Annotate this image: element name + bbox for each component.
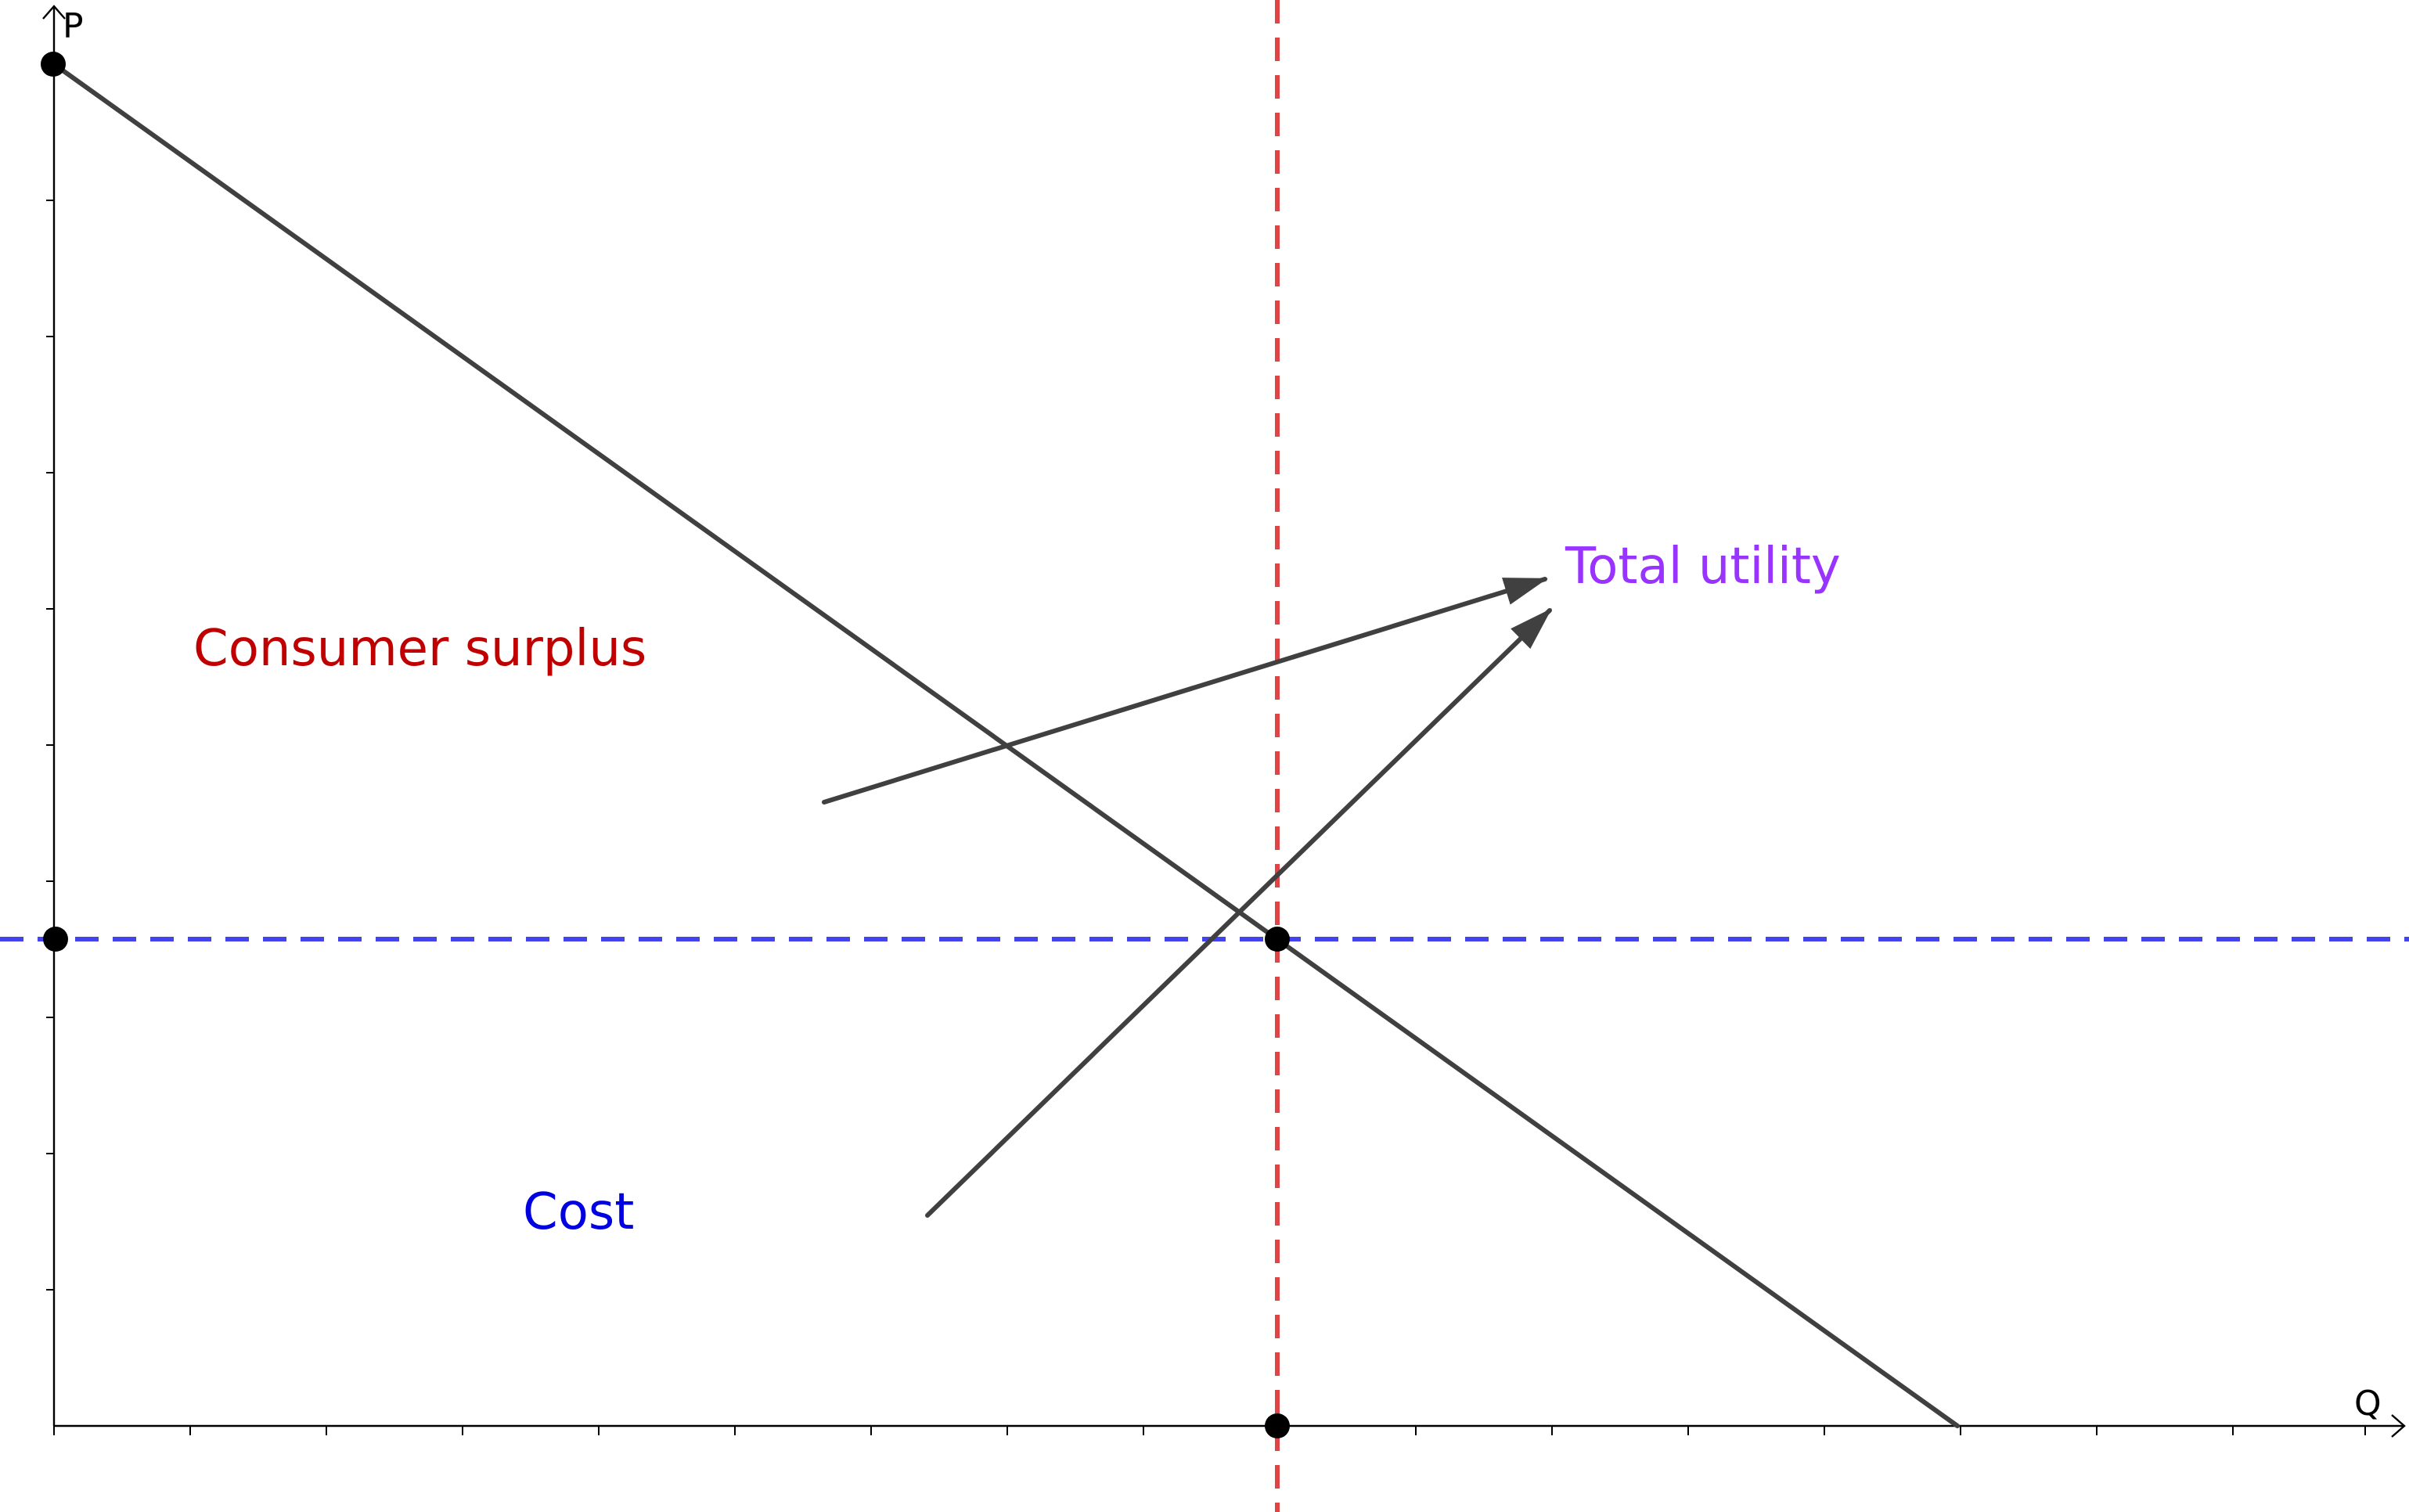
cost-arrow — [925, 608, 1552, 1218]
y-axis-label: P — [63, 6, 84, 46]
cost-label: Cost — [523, 1183, 634, 1241]
y-axis-ticks — [46, 63, 54, 1291]
axes: P Q — [42, 5, 2406, 1438]
consumer-surplus-arrow — [822, 577, 1548, 805]
demand-intercept-point — [41, 52, 66, 77]
total-utility-label: Total utility — [1565, 538, 1841, 596]
x-axis-ticks — [53, 1426, 2366, 1435]
x-axis-arrow-icon — [2391, 1414, 2406, 1438]
equilibrium-point — [1265, 927, 1290, 952]
y-axis-arrow-icon — [42, 5, 66, 20]
quantity-axis-point — [1265, 1413, 1290, 1438]
price-axis-point — [43, 927, 68, 952]
points — [41, 52, 1290, 1438]
consumer-surplus-label: Consumer surplus — [193, 620, 646, 678]
x-axis-label: Q — [2354, 1384, 2382, 1424]
